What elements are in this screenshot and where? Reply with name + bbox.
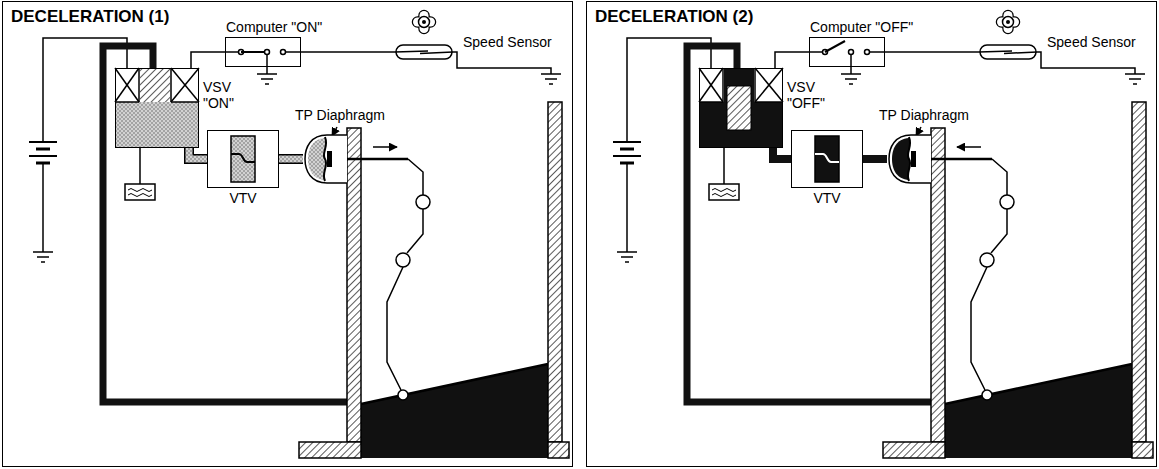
- reed-contact: [420, 52, 453, 54]
- vsv-fill: [700, 69, 782, 147]
- vsv-valve: VSV "OFF": [699, 68, 783, 148]
- reed-tube: [396, 45, 452, 59]
- vacuum-hose: [773, 148, 791, 159]
- panel-one-illustration: [29, 11, 569, 458]
- tp-diaphragm: TP Diaphragm: [303, 133, 347, 185]
- sensor-outline: [979, 44, 1037, 60]
- electric-wire: [301, 52, 395, 53]
- illustration-rect: [815, 136, 839, 182]
- vsv-fill: [116, 69, 198, 147]
- computer-box: Computer "ON": [225, 37, 301, 67]
- electric-wire: [885, 52, 979, 53]
- component-label: VTV: [229, 190, 256, 206]
- motion-arrow: [373, 146, 397, 148]
- illustration-rect: [116, 102, 198, 147]
- diaphragm-membrane: [324, 137, 326, 181]
- diaphragm-plate: [911, 151, 916, 167]
- diaphragm-membrane: [908, 137, 910, 181]
- illustration-rect: [140, 69, 170, 102]
- component-label: VTV: [813, 190, 840, 206]
- tp-diaphragm: TP Diaphragm: [887, 133, 931, 185]
- component-label: Computer "OFF": [810, 19, 913, 35]
- vtv-inner: [815, 136, 839, 182]
- vtv-valve: VTV: [207, 130, 279, 188]
- electric-wire: [191, 52, 225, 68]
- electric-wire: [775, 52, 809, 68]
- wire-line: [885, 51, 979, 53]
- component-label: Speed Sensor: [1047, 34, 1136, 50]
- component-label: Speed Sensor: [463, 34, 552, 50]
- wire-line: [191, 52, 225, 68]
- reed-contact: [979, 51, 1012, 52]
- vsv-valve: VSV "ON": [115, 68, 199, 148]
- common-illustration: [613, 11, 1153, 458]
- panel-title: DECELERATION (2): [595, 7, 753, 27]
- illustration-path: [815, 154, 839, 162]
- component-label: TP Diaphragm: [295, 107, 385, 123]
- vacuum-hose: [189, 148, 207, 159]
- wire-line: [301, 51, 395, 53]
- hose-line: [863, 155, 887, 163]
- reed-tube: [980, 45, 1036, 59]
- common-illustration: [29, 11, 569, 458]
- illustration-path: [231, 154, 255, 162]
- hose-line: [773, 148, 791, 159]
- diaphragm-plate: [327, 151, 332, 167]
- sensor-outline: [395, 44, 453, 60]
- vacuum-hose: [863, 159, 887, 160]
- illustration-rect: [231, 136, 255, 182]
- reed-contact: [395, 51, 428, 52]
- motion-arrow: [957, 146, 981, 148]
- component-label: VSV "OFF": [787, 79, 825, 111]
- speed-sensor: Speed Sensor: [395, 44, 453, 60]
- component-label: Computer "ON": [226, 19, 322, 35]
- reed-contact: [1004, 52, 1037, 54]
- hose-line: [279, 156, 303, 163]
- diaphragm-housing: [305, 135, 347, 183]
- vacuum-hose: [279, 159, 303, 160]
- component-label: VSV "ON": [203, 79, 234, 111]
- diagram-panel: DECELERATION (1) Computer "ON" Speed Senso…: [2, 1, 573, 467]
- diaphragm-outline: [303, 133, 347, 185]
- panel-title: DECELERATION (1): [11, 7, 169, 27]
- vtv-valve: VTV: [791, 130, 863, 188]
- illustration-rect: [727, 86, 751, 130]
- diaphragm-housing: [889, 135, 931, 183]
- speed-sensor: Speed Sensor: [979, 44, 1037, 60]
- vacuum-chamber: [308, 138, 325, 180]
- wire-line: [775, 52, 809, 68]
- hose-outline: [279, 154, 303, 164]
- component-label: TP Diaphragm: [879, 107, 969, 123]
- switch-blade: [825, 41, 845, 52]
- switch-blade: [241, 51, 265, 53]
- panel-two-illustration: [613, 11, 1153, 458]
- hose-outline: [189, 148, 207, 159]
- computer-box: Computer "OFF": [809, 37, 885, 67]
- hose-line: [189, 148, 207, 159]
- vacuum-chamber: [892, 138, 909, 180]
- diaphragm-outline: [887, 133, 931, 185]
- diagram-panel: DECELERATION (2) Computer "OFF" Speed Sens…: [586, 1, 1157, 467]
- vtv-inner: [231, 136, 255, 182]
